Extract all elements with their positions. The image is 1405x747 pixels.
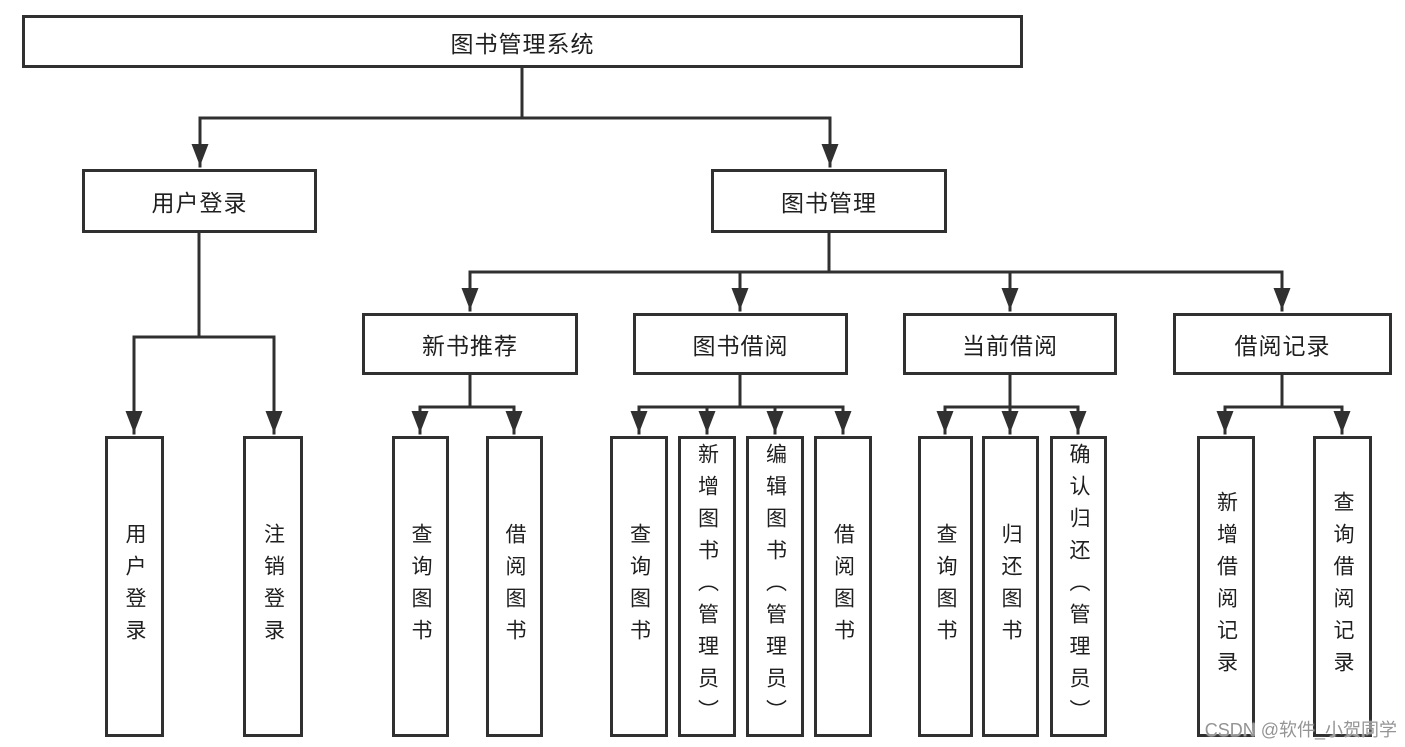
node-new-book-recommend: 新书推荐 — [362, 313, 578, 375]
leaf-confirm-return-admin: 确认归还（管理员） — [1050, 436, 1107, 737]
leaf-borrow-books-recommend: 借阅图书 — [486, 436, 543, 737]
leaf-logout-label: 注销登录 — [261, 522, 285, 651]
leaf-query-books-current: 查询图书 — [918, 436, 973, 737]
leaf-add-borrow-record: 新增借阅记录 — [1197, 436, 1255, 737]
leaf-add-borrow-record-label: 新增借阅记录 — [1214, 490, 1238, 683]
leaf-query-books-recommend: 查询图书 — [392, 436, 449, 737]
leaf-borrow-books-recommend-label: 借阅图书 — [503, 522, 526, 651]
leaf-query-books-borrow-label: 查询图书 — [627, 522, 651, 651]
node-borrow-records: 借阅记录 — [1173, 313, 1392, 375]
leaf-logout: 注销登录 — [243, 436, 303, 737]
node-book-borrow: 图书借阅 — [633, 313, 848, 375]
csdn-watermark: CSDN @软件_小贺同学 — [1204, 720, 1397, 740]
node-book-management-label: 图书管理 — [781, 190, 877, 216]
node-library-system-label: 图书管理系统 — [450, 30, 595, 57]
leaf-return-books-label: 归还图书 — [999, 522, 1022, 651]
leaf-query-borrow-record-label: 查询借阅记录 — [1331, 490, 1354, 683]
leaf-query-borrow-record: 查询借阅记录 — [1313, 436, 1372, 737]
node-current-borrow: 当前借阅 — [903, 313, 1117, 375]
leaf-borrow-books-label: 借阅图书 — [831, 522, 855, 651]
node-current-borrow-label: 当前借阅 — [962, 333, 1058, 359]
node-borrow-records-label: 借阅记录 — [1234, 333, 1331, 359]
node-library-system: 图书管理系统 — [22, 15, 1023, 68]
leaf-edit-books-admin-label: 编辑图书（管理员） — [763, 442, 787, 731]
leaf-user-login-label: 用户登录 — [123, 522, 146, 651]
leaf-query-books-current-label: 查询图书 — [934, 522, 957, 651]
node-user-login-label: 用户登录 — [151, 190, 248, 216]
leaf-return-books: 归还图书 — [982, 436, 1039, 737]
node-book-borrow-label: 图书借阅 — [692, 333, 789, 359]
leaf-user-login: 用户登录 — [105, 436, 164, 737]
leaf-borrow-books: 借阅图书 — [814, 436, 872, 737]
node-user-login: 用户登录 — [82, 169, 317, 233]
node-book-management: 图书管理 — [711, 169, 947, 233]
leaf-edit-books-admin: 编辑图书（管理员） — [746, 436, 804, 737]
leaf-add-books-admin-label: 新增图书（管理员） — [695, 442, 719, 731]
leaf-query-books-recommend-label: 查询图书 — [409, 522, 432, 651]
leaf-add-books-admin: 新增图书（管理员） — [678, 436, 736, 737]
leaf-query-books-borrow: 查询图书 — [610, 436, 668, 737]
node-new-book-recommend-label: 新书推荐 — [422, 333, 518, 359]
leaf-confirm-return-admin-label: 确认归还（管理员） — [1067, 442, 1090, 731]
